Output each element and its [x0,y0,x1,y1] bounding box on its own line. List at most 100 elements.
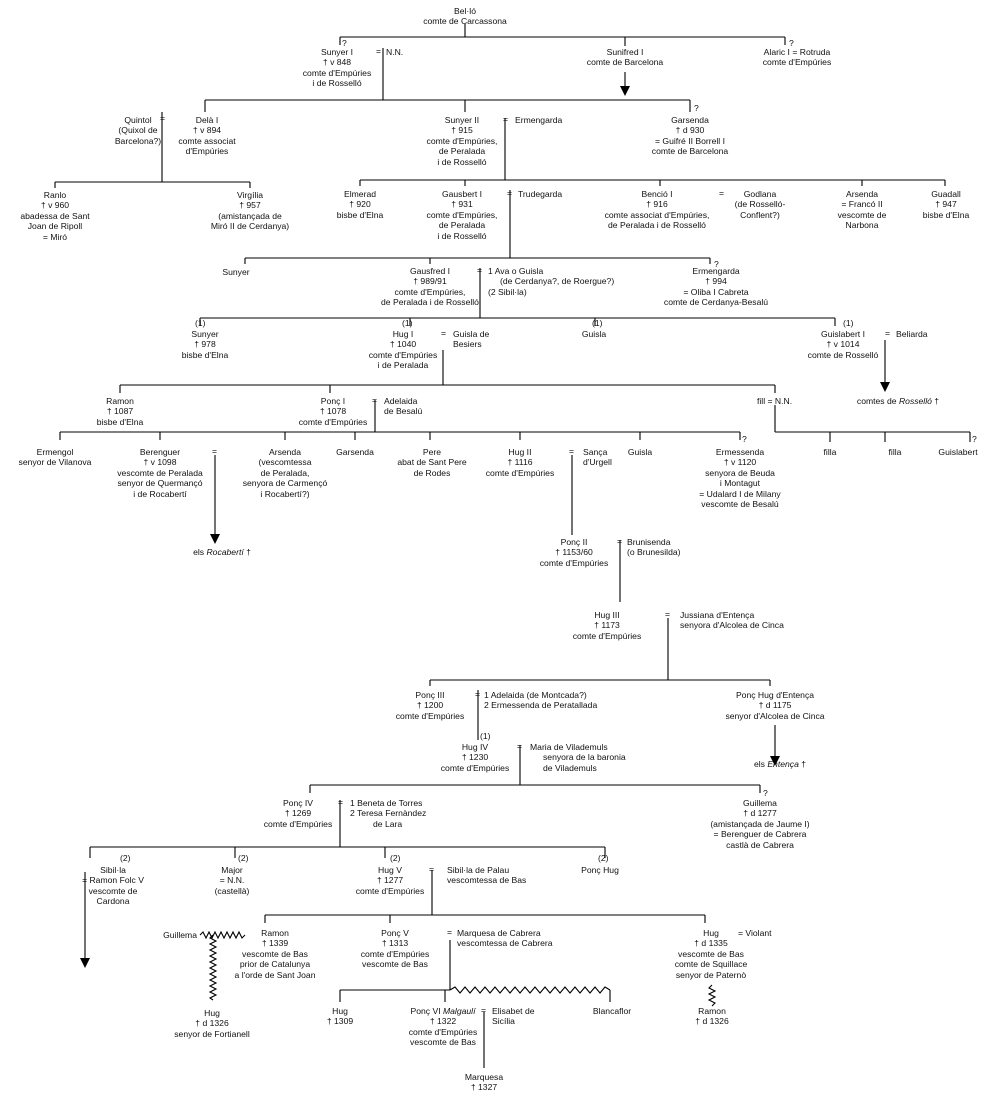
wife-two-mark: (2) [390,853,401,863]
marriage-symbol: = [885,328,891,338]
node-brunisenda: Brunisenda(o Brunesilda) [627,537,681,558]
node-filla: filla [823,447,837,457]
marriage-symbol: = [477,265,483,275]
node-filla-2: filla [888,447,902,457]
marriage-symbol: = [617,536,623,546]
wife-one-mark: (1) [195,318,206,328]
node-ponc-hug: Ponç Hug [581,865,619,875]
marriage-symbol: = [481,1005,487,1015]
marriage-symbol: = [503,114,509,124]
uncertain-mark: ? [789,38,794,48]
branch-rocaberti: els Rocabertí † [193,547,251,557]
node-garsenda-ii: Garsenda [336,447,374,457]
uncertain-mark: ? [694,103,699,113]
node-trudegarda: Trudegarda [518,189,563,199]
node-violant: = Violant [738,928,772,938]
marriage-symbol: = [372,395,378,405]
uncertain-mark: ? [342,38,347,48]
uncertain-mark: ? [972,434,977,444]
branch-comtes-rossello: comtes de Rosselló † [856,396,940,406]
wife-two-mark: (2) [238,853,249,863]
node-godlana: Godlana(de Rosselló-Conflent?) [734,189,786,220]
uncertain-mark: ? [742,434,747,444]
node-ramon: Ramon† d 1326 [695,1006,729,1027]
marriage-symbol: = [569,446,575,456]
node-guillema-ii: Guillema [163,930,197,940]
marriage-symbol: = [338,797,344,807]
node-ermengarda: Ermengarda [515,115,563,125]
wife-two-mark: (2) [120,853,131,863]
wife-one-mark: (1) [592,318,603,328]
node-guisla-ii: Guisla [627,447,653,457]
uncertain-mark: ? [714,259,719,269]
marriage-symbol: = [160,113,166,123]
node-marquesa: Marquesa† 1327 [464,1072,504,1093]
node-adelaida-montcada: 1 Adelaida (de Montcada?)2 Ermessenda de… [484,690,598,711]
node-guillema: Guillema† d 1277(amistançada de Jaume I)… [710,798,810,850]
uncertain-mark: ? [763,788,768,798]
wife-one-mark: (1) [480,731,491,741]
marriage-symbol: = [665,609,671,619]
node-blancaflor: Blancaflor [592,1006,632,1016]
marriage-symbol: = [507,188,513,198]
node-fill: fill = N.N. [757,396,793,406]
node-major: Major= N.N.(castellà) [214,865,250,896]
marriage-symbol: = [719,188,725,198]
marriage-symbol: = [517,741,523,751]
marriage-symbol: = [475,689,481,699]
branch-entenca: els Entença † [753,759,807,769]
wife-one-mark: (1) [402,318,413,328]
node-beliarda: Beliarda [896,329,928,339]
wife-one-mark: (1) [843,318,854,328]
node-hug: Hug† 1309 [326,1006,354,1027]
wife-two-mark: (2) [598,853,609,863]
marriage-symbol: = [441,328,447,338]
marriage-symbol: = [447,927,453,937]
